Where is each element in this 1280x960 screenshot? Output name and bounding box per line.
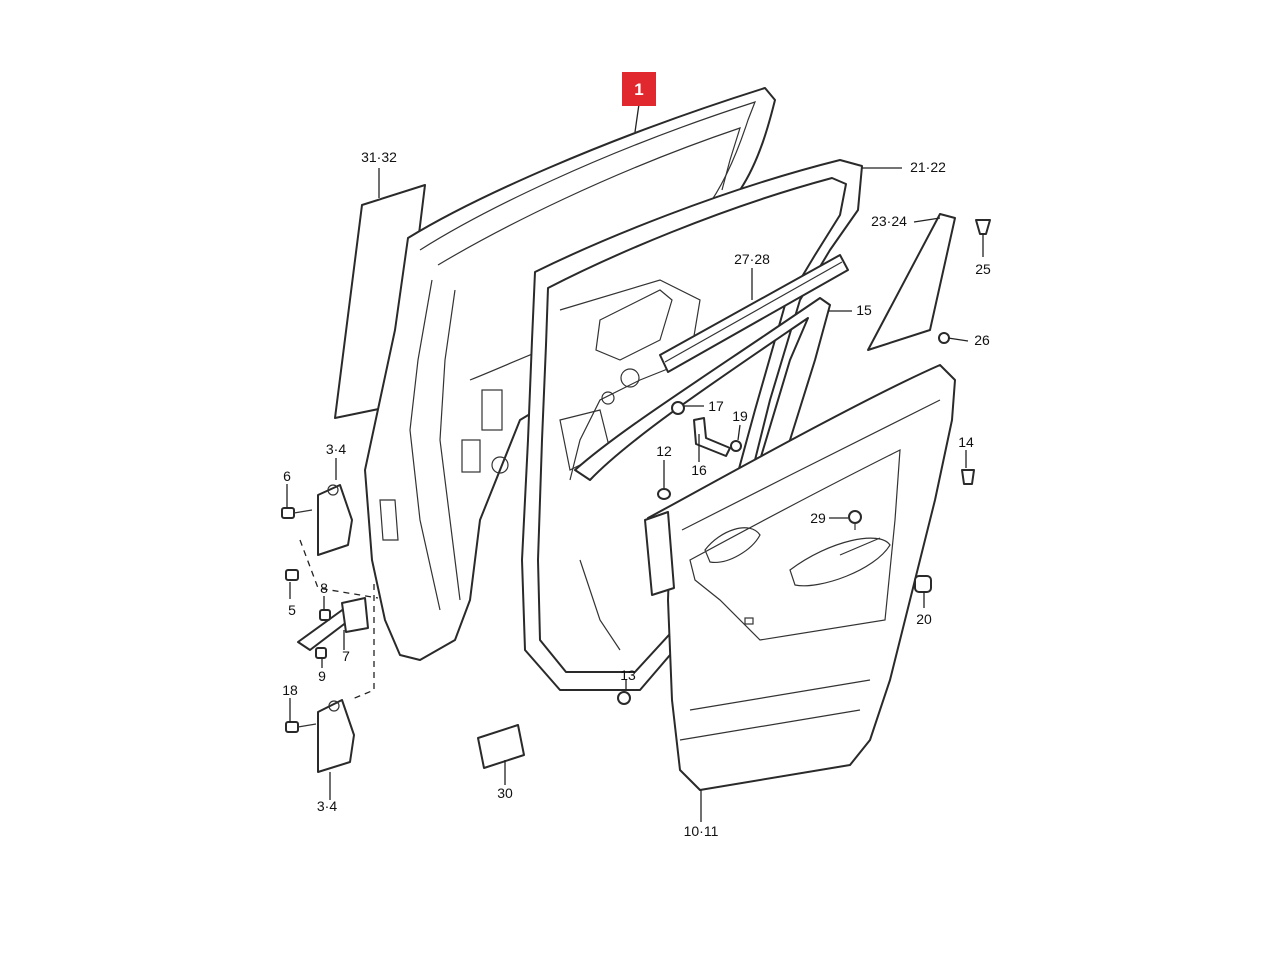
callout-9[interactable]: 9 <box>318 668 326 684</box>
callout-5[interactable]: 5 <box>288 602 296 618</box>
clip-14-part <box>961 469 975 485</box>
clip-25-part <box>975 219 991 235</box>
bolt-8-part <box>319 609 331 621</box>
callout-13[interactable]: 13 <box>620 667 636 683</box>
callout-6[interactable]: 6 <box>283 468 291 484</box>
leader-lines <box>286 103 984 822</box>
callout-20[interactable]: 20 <box>916 611 932 627</box>
screw-29-part <box>848 510 862 530</box>
bolt-5-part <box>285 569 299 581</box>
callout-27-28[interactable]: 27·28 <box>734 251 770 267</box>
callout-14[interactable]: 14 <box>958 434 974 450</box>
screw-19-part <box>730 440 742 452</box>
callout-12[interactable]: 12 <box>656 443 672 459</box>
callout-labels: 31·32 21·22 23·24 25 27·28 15 26 17 19 1… <box>282 149 991 839</box>
door-trim-panel-part <box>644 364 956 791</box>
callout-16[interactable]: 16 <box>691 462 707 478</box>
callout-8[interactable]: 8 <box>320 580 328 596</box>
callout-15[interactable]: 15 <box>856 302 872 318</box>
highlight-callout-1[interactable]: 1 <box>622 72 656 106</box>
callout-3-4-bottom[interactable]: 3·4 <box>317 798 337 814</box>
highlight-label: 1 <box>634 80 643 99</box>
callout-31-32[interactable]: 31·32 <box>361 149 397 165</box>
bolt-18-part <box>285 721 317 733</box>
callout-25[interactable]: 25 <box>975 261 991 277</box>
callout-17[interactable]: 17 <box>708 398 724 414</box>
bracket-part <box>693 417 731 457</box>
belt-moulding-part <box>659 254 849 373</box>
nut-17-part <box>671 401 685 415</box>
upper-hinge-part <box>317 484 353 556</box>
callout-23-24[interactable]: 23·24 <box>871 213 907 229</box>
door-check-part <box>297 597 369 651</box>
clip-26-part <box>938 332 950 344</box>
callout-10-11[interactable]: 10·11 <box>684 823 719 839</box>
callout-21-22[interactable]: 21·22 <box>910 159 946 175</box>
callout-7[interactable]: 7 <box>342 648 350 664</box>
pad-30-part <box>477 724 525 769</box>
clip-13-part <box>617 691 631 705</box>
bolt-9-part <box>315 647 327 659</box>
window-trim-part <box>867 213 956 351</box>
cap-20-part <box>914 575 932 593</box>
callout-18[interactable]: 18 <box>282 682 298 698</box>
callout-30[interactable]: 30 <box>497 785 513 801</box>
clip-12-part <box>657 488 671 500</box>
callout-3-4-top[interactable]: 3·4 <box>326 441 346 457</box>
bolt-6-part <box>281 507 313 519</box>
callout-26[interactable]: 26 <box>974 332 990 348</box>
lower-hinge-part <box>317 699 355 773</box>
callout-19[interactable]: 19 <box>732 408 748 424</box>
callout-29[interactable]: 29 <box>810 510 826 526</box>
